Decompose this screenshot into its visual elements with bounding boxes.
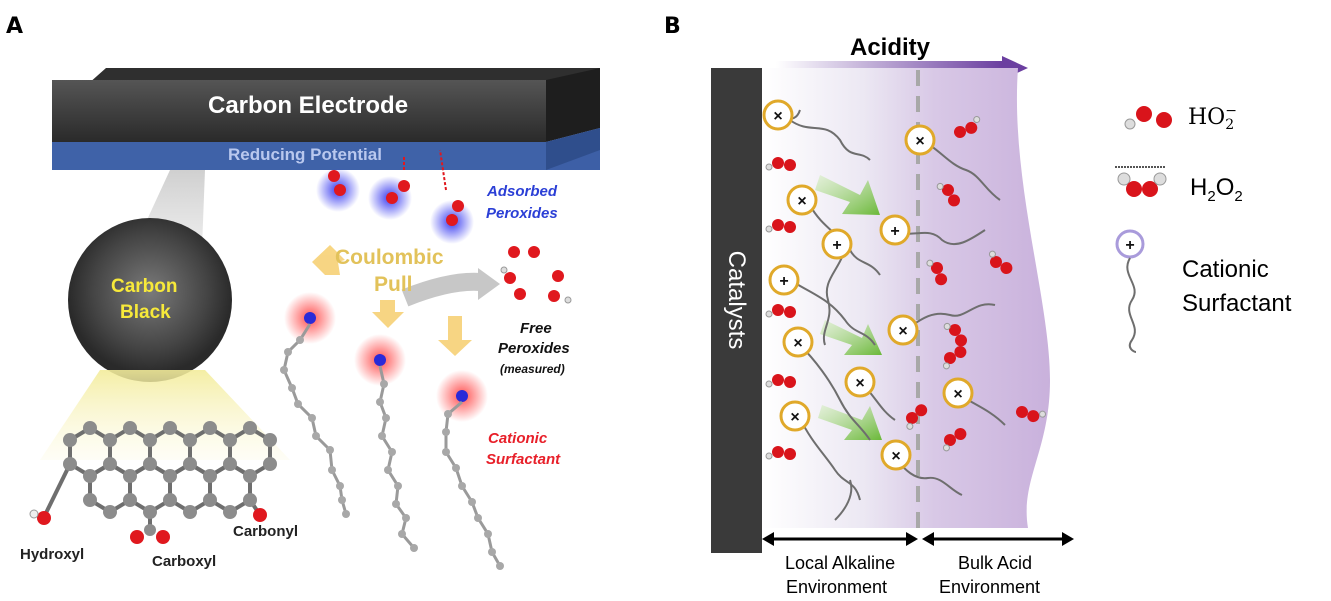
- electrode-subtitle: Reducing Potential: [228, 145, 382, 164]
- cationic-label-1: Cationic: [488, 430, 548, 447]
- legend-h2o2-o: O: [1215, 174, 1235, 201]
- legend-ho2-base: HO: [1188, 105, 1226, 130]
- carboxyl-label: Carboxyl: [152, 553, 217, 570]
- free-peroxides-label-1: Free: [520, 320, 552, 337]
- bulk-acid-label-1: Bulk Acid: [958, 553, 1033, 573]
- legend-h2o2-sub1: 2: [1207, 187, 1216, 205]
- svg-text:+: +: [832, 237, 841, 254]
- hydroxyl-hydrogen: [29, 509, 39, 519]
- region-arrows: [762, 532, 1074, 546]
- svg-text:×: ×: [797, 193, 806, 210]
- legend-h2o2-icon: [1115, 166, 1167, 197]
- legend-ho2-label: HO−2: [1188, 104, 1237, 132]
- svg-text:+: +: [890, 223, 899, 240]
- carbon-black-label-2: Black: [120, 302, 171, 323]
- cationic-headgroups: [762, 99, 974, 471]
- legend-surfactant-label-1: Cationic: [1182, 256, 1269, 283]
- local-alkaline-label-1: Local Alkaline: [785, 553, 896, 573]
- carbon-black-particle: [68, 218, 232, 382]
- carboxyl-oxygen-1: [130, 530, 144, 544]
- legend-h2o2-h: H: [1190, 174, 1208, 201]
- legend-surfactant-icon: +: [1115, 229, 1145, 353]
- panel-a-illustration: [29, 68, 600, 570]
- local-alkaline-label-2: Environment: [786, 577, 888, 597]
- catalysts-bar: [711, 68, 762, 553]
- coulombic-pull-arrows: [312, 245, 472, 356]
- acidity-label: Acidity: [850, 34, 931, 61]
- panel-b-letter: B: [664, 14, 681, 39]
- cation-symbols: × × × + + + × × × × × ×: [773, 108, 962, 465]
- adsorbed-label-1: Adsorbed: [487, 183, 558, 200]
- electrode-title: Carbon Electrode: [208, 92, 409, 119]
- svg-text:×: ×: [953, 386, 962, 403]
- carbonyl-oxygen: [253, 508, 267, 522]
- coulombic-label-1: Coulombic: [335, 246, 444, 269]
- legend-ho2-icon: [1124, 106, 1172, 130]
- panel-a-letter: A: [6, 14, 24, 39]
- carbon-black-label-1: Carbon: [111, 276, 178, 297]
- carbonyl-label: Carbonyl: [233, 523, 299, 540]
- svg-text:×: ×: [773, 108, 782, 125]
- green-diffusion-arrows: [815, 175, 882, 440]
- pull-gray-arrow: [401, 272, 481, 307]
- ho2-molecules: [765, 157, 796, 460]
- free-peroxides-label-2: Peroxides: [498, 340, 570, 357]
- cationic-label-2: Surfactant: [486, 451, 561, 468]
- bulk-acid-label-2: Environment: [939, 577, 1041, 597]
- svg-text:×: ×: [891, 448, 900, 465]
- legend-surfactant-label-2: Surfactant: [1182, 290, 1292, 317]
- svg-text:+: +: [779, 273, 788, 290]
- svg-text:+: +: [1125, 237, 1134, 254]
- surfactant-tail-atoms: [280, 336, 504, 570]
- svg-text:×: ×: [790, 409, 799, 426]
- carboxyl-carbon: [144, 524, 156, 536]
- hydroxyl-label: Hydroxyl: [20, 546, 85, 563]
- svg-text:×: ×: [898, 323, 907, 340]
- legend-ho2-sub: 2: [1225, 117, 1235, 133]
- coulombic-label-2: Pull: [374, 273, 413, 296]
- carbon-atoms: [63, 421, 277, 519]
- adsorbed-label-2: Peroxides: [486, 205, 558, 222]
- legend-h2o2-sub2: 2: [1234, 187, 1243, 205]
- svg-text:×: ×: [915, 133, 924, 150]
- svg-text:×: ×: [793, 335, 802, 352]
- carboxyl-oxygen-2: [156, 530, 170, 544]
- adsorbed-peroxides: [316, 149, 474, 244]
- cationic-surfactants: [284, 292, 488, 422]
- hydroxyl-oxygen: [37, 511, 51, 525]
- legend-ho2-sup: −: [1225, 103, 1237, 119]
- zoom-cone: [40, 370, 290, 460]
- h2o2-molecules: [906, 116, 1047, 452]
- pull-gray-arrowhead: [478, 268, 500, 300]
- svg-text:×: ×: [855, 375, 864, 392]
- free-peroxides-label-3: (measured): [500, 362, 565, 376]
- free-peroxides: [500, 246, 572, 304]
- catalysts-label: Catalysts: [723, 250, 750, 350]
- panel-b-illustration: × × × + + + × × × × × ×: [711, 56, 1172, 553]
- legend-h2o2-label: H2O2: [1190, 174, 1243, 205]
- carbon-electrode: [52, 68, 600, 170]
